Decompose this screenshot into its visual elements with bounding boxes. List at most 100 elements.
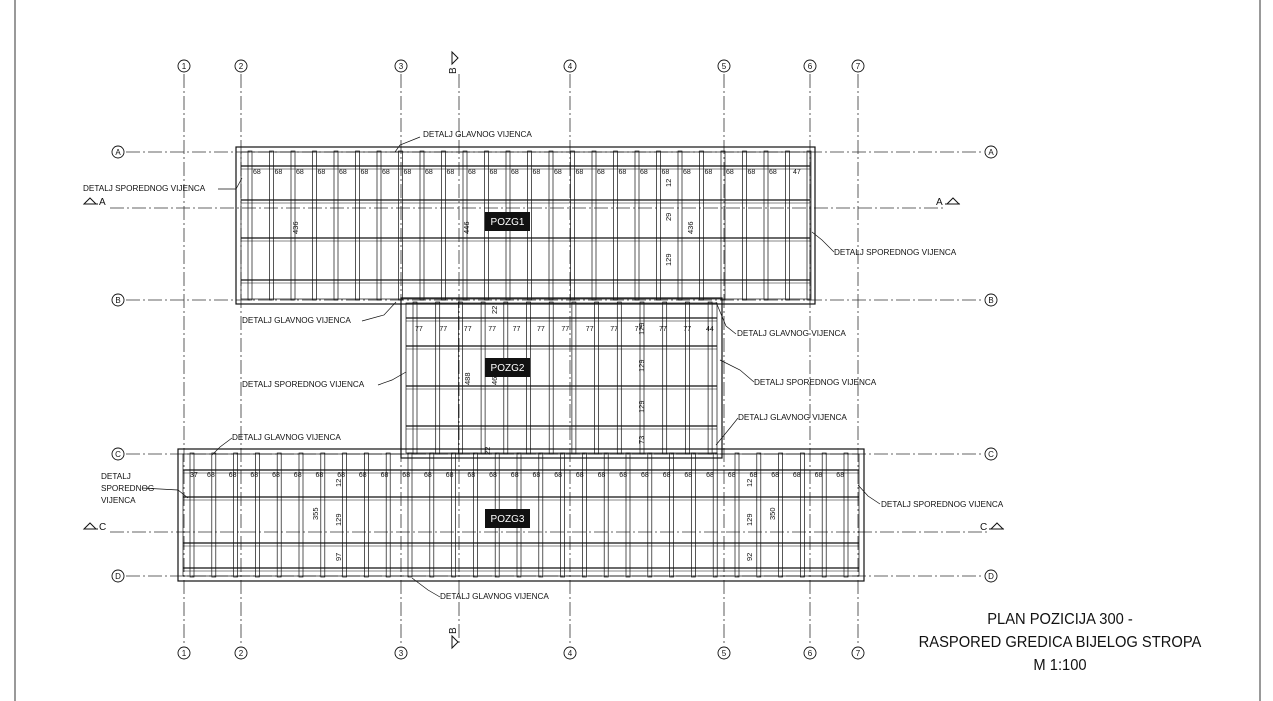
joist — [503, 301, 509, 455]
dim-label: 129 — [637, 400, 646, 413]
joist-spacing-label: 68 — [382, 169, 390, 176]
axis-label: 5 — [722, 62, 727, 71]
dim-label: 436 — [686, 221, 695, 234]
joist-spacing-label: 68 — [640, 169, 648, 176]
axis-label: 1 — [182, 62, 187, 71]
section-c-left-icon — [82, 522, 98, 530]
joist — [548, 301, 554, 455]
drawing-title-block: PLAN POZICIJA 300 - RASPORED GREDICA BIJ… — [913, 608, 1207, 677]
joist-spacing-label: 68 — [663, 472, 671, 479]
axis-label: 2 — [239, 62, 244, 71]
joist — [276, 452, 282, 578]
joist-spacing-label: 68 — [253, 169, 261, 176]
joist-spacing-label: 68 — [554, 169, 562, 176]
dim-label: 12 — [334, 479, 343, 487]
joist — [616, 301, 622, 455]
joist — [785, 150, 790, 301]
sheet-frame — [14, 0, 1261, 701]
joist-spacing-label: 68 — [468, 169, 476, 176]
callout-labels: DETALJ GLAVNOG VIJENCA DETALJ SPOREDNOG … — [83, 130, 1004, 601]
dim-label: 92 — [745, 553, 754, 561]
joist-spacing-label: 68 — [619, 472, 627, 479]
section-b-bottom-label: B — [448, 627, 459, 634]
dim-label: 73 — [637, 436, 646, 444]
callout-sv-right-1: DETALJ SPOREDNOG VIJENCA — [834, 248, 957, 257]
section-b-top-icon — [451, 50, 459, 66]
axis-bubble — [394, 646, 408, 660]
joist — [355, 150, 360, 301]
joist — [233, 452, 238, 578]
dim-label: 355 — [311, 507, 320, 520]
grid-lines — [110, 74, 990, 644]
joist — [647, 452, 653, 578]
joist-spacing-label: 77 — [513, 326, 521, 333]
axis-label: A — [988, 148, 994, 157]
joist — [691, 452, 696, 578]
joist — [699, 150, 704, 301]
joist-spacing-label: 68 — [705, 169, 713, 176]
axis-bubble — [851, 59, 865, 73]
joist — [419, 150, 425, 301]
dim-label: 129 — [664, 253, 673, 266]
joist — [800, 452, 805, 578]
joist — [639, 301, 645, 455]
joist — [720, 150, 726, 301]
joist — [685, 301, 690, 455]
joist — [634, 150, 640, 301]
joist — [734, 452, 740, 578]
axis-bubble — [984, 145, 998, 159]
section-a-left-label: A — [99, 197, 106, 208]
joist-spacing-label: 68 — [361, 169, 369, 176]
section-a-right-icon — [945, 197, 961, 205]
joist — [656, 150, 661, 301]
axis-bubble — [111, 447, 125, 461]
joist — [763, 150, 769, 301]
dimension-labels: 47 44 37 436 446 436 12 29 129 22 488 46… — [190, 169, 801, 561]
joist-spacing-label: 68 — [272, 472, 280, 479]
axis-bubble — [984, 447, 998, 461]
slab-outline — [177, 448, 865, 582]
axis-label: 3 — [399, 649, 404, 658]
joist-spacing-label: 77 — [561, 326, 569, 333]
axis-bubble — [803, 59, 817, 73]
callout-gv-lower-left: DETALJ GLAVNOG VIJENCA — [232, 433, 341, 442]
axis-bubble — [851, 646, 865, 660]
joist-spacing-label: 68 — [619, 169, 627, 176]
axis-label: 6 — [808, 62, 813, 71]
axis-label: 2 — [239, 649, 244, 658]
axis-bubble — [394, 59, 408, 73]
joist-spacing-label: 68 — [706, 472, 714, 479]
joist — [756, 452, 762, 578]
section-a-left-icon — [82, 197, 98, 205]
joist — [707, 301, 713, 455]
joist-spacing-label: 68 — [576, 472, 584, 479]
axis-label: 4 — [568, 649, 573, 658]
joist-spacing-label: 68 — [769, 169, 777, 176]
joist-spacing-label: 68 — [597, 169, 605, 176]
joist-spacing-label: 77 — [439, 326, 447, 333]
section-b-top-label: B — [448, 67, 459, 74]
position-tag-pozg3: POZG3 — [491, 514, 525, 525]
joist-spacing-label: 77 — [415, 326, 423, 333]
axis-bubble — [111, 569, 125, 583]
joist-spacing-label: 68 — [294, 472, 302, 479]
joist — [526, 301, 531, 455]
axis-bubble — [177, 59, 191, 73]
joist-spacing-label: 68 — [793, 472, 801, 479]
joists — [183, 150, 859, 578]
joist — [342, 452, 347, 578]
dim-label: 44 — [706, 326, 714, 333]
joist — [843, 452, 849, 578]
axis-label: D — [988, 572, 994, 581]
axis-bubble — [111, 293, 125, 307]
callout-sv-left-3: VIJENCA — [101, 496, 136, 505]
dim-label: 129 — [334, 513, 343, 526]
callout-sv-left-3: SPOREDNOG — [101, 484, 154, 493]
joist — [247, 150, 253, 301]
joist — [312, 150, 317, 301]
joist-spacing-label: 68 — [750, 472, 758, 479]
joist-spacing-label: 68 — [726, 169, 734, 176]
joist-spacing-label: 68 — [490, 169, 498, 176]
joist — [189, 452, 195, 578]
